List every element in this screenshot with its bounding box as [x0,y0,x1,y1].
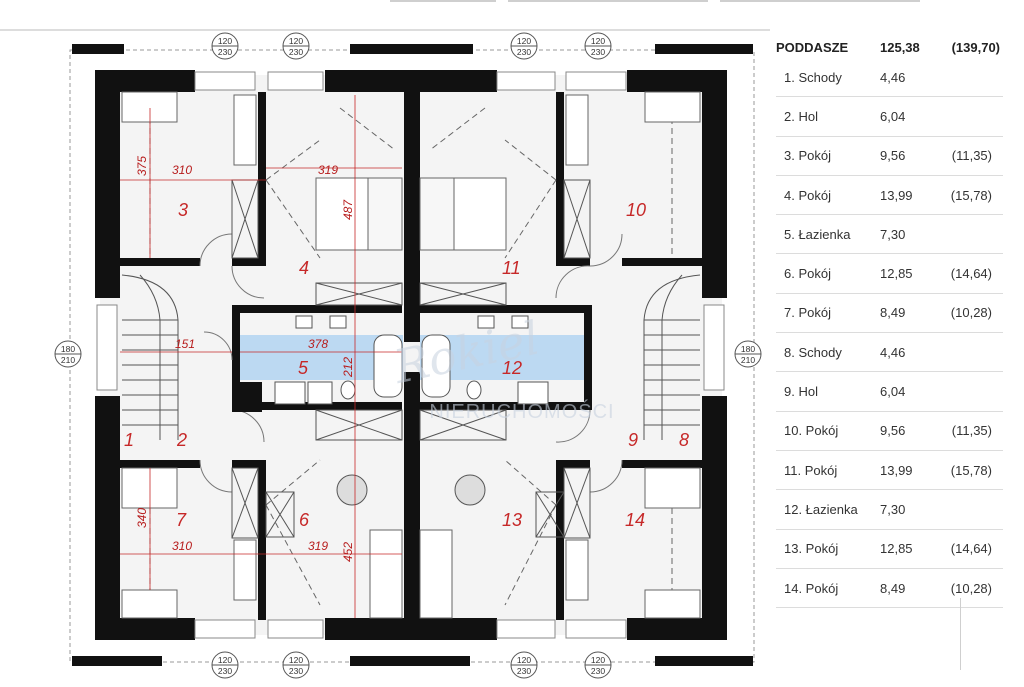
room-number-8: 8 [679,430,689,450]
room-number-14: 14 [625,510,645,530]
window-tag-top-1: 120 230 [211,32,239,60]
svg-text:120: 120 [591,36,605,46]
room-number-7: 7 [176,510,187,530]
dim-319-bottom: 319 [308,539,328,553]
dim-151: 151 [175,337,195,351]
svg-text:120: 120 [517,36,531,46]
header-area: 125,38 [880,39,920,55]
interior-walls [120,92,702,620]
dim-319-top: 319 [318,163,338,177]
top-tab-rule-1 [390,0,496,2]
dim-375: 375 [135,156,149,176]
chimney-left [232,382,262,412]
svg-text:230: 230 [517,47,531,57]
dim-340: 340 [135,508,149,528]
svg-text:230: 230 [517,666,531,676]
svg-text:230: 230 [591,666,605,676]
bath-fixtures [274,315,549,405]
outer-walls [72,44,753,666]
dim-378: 378 [308,337,328,351]
room-number-9: 9 [628,430,638,450]
svg-text:210: 210 [741,355,755,365]
window-tag-side-right: 180 210 [734,340,762,368]
stairs-right [643,274,701,440]
room-number-12: 12 [502,358,522,378]
room-number-2: 2 [176,430,187,450]
svg-text:230: 230 [218,47,232,57]
room-number-5: 5 [298,358,309,378]
room-number-1: 1 [124,430,134,450]
dim-487: 487 [341,199,355,220]
svg-text:120: 120 [591,655,605,665]
window-tag-top-4: 120 230 [584,32,612,60]
dim-452: 452 [341,542,355,562]
party-wall-lower [404,372,420,620]
dim-212: 212 [341,357,355,378]
floor-plan: 1 2 3 4 5 6 7 8 9 10 11 12 13 14 375 310… [0,29,770,679]
svg-text:180: 180 [61,344,75,354]
svg-text:120: 120 [218,36,232,46]
svg-text:230: 230 [289,666,303,676]
header-area-total: (139,70) [951,39,1000,55]
room-number-13: 13 [502,510,522,530]
vents [336,474,486,506]
top-tab-rule-2 [508,0,708,2]
svg-text:210: 210 [61,355,75,365]
window-tag-bottom-2: 120 230 [282,651,310,679]
svg-text:230: 230 [289,47,303,57]
party-wall-upper [404,92,420,342]
watermark-subtext: NIERUCHOMOŚCI [429,399,614,423]
table-header: PODDASZE 125,38 (139,70) [776,36,1003,58]
svg-text:120: 120 [289,655,303,665]
table-side-rule [960,598,961,670]
window-tag-bottom-4: 120 230 [584,651,612,679]
svg-text:180: 180 [741,344,755,354]
windows [96,71,725,639]
window-tag-bottom-1: 120 230 [211,651,239,679]
room-number-4: 4 [299,258,309,278]
furniture [121,91,701,619]
room-number-3: 3 [178,200,188,220]
svg-text:120: 120 [289,36,303,46]
svg-text:230: 230 [591,47,605,57]
room-number-11: 11 [502,258,521,278]
window-tag-side-left: 180 210 [54,340,82,368]
room-number-10: 10 [626,200,646,220]
header-label: PODDASZE [776,39,849,55]
dim-310-top: 310 [172,163,192,177]
dimension-lines [120,95,402,618]
window-tag-top-3: 120 230 [510,32,538,60]
stairs-left [121,274,179,440]
svg-text:120: 120 [218,655,232,665]
window-tag-top-2: 120 230 [282,32,310,60]
window-tag-bottom-3: 120 230 [510,651,538,679]
room-number-6: 6 [299,510,310,530]
wardrobes [231,179,591,539]
window-tags: 120 230 120 230 120 230 120 230 120 230 … [54,32,762,679]
top-tab-rule-3 [720,0,920,2]
svg-text:120: 120 [517,655,531,665]
svg-text:230: 230 [218,666,232,676]
dim-310-bottom: 310 [172,539,192,553]
